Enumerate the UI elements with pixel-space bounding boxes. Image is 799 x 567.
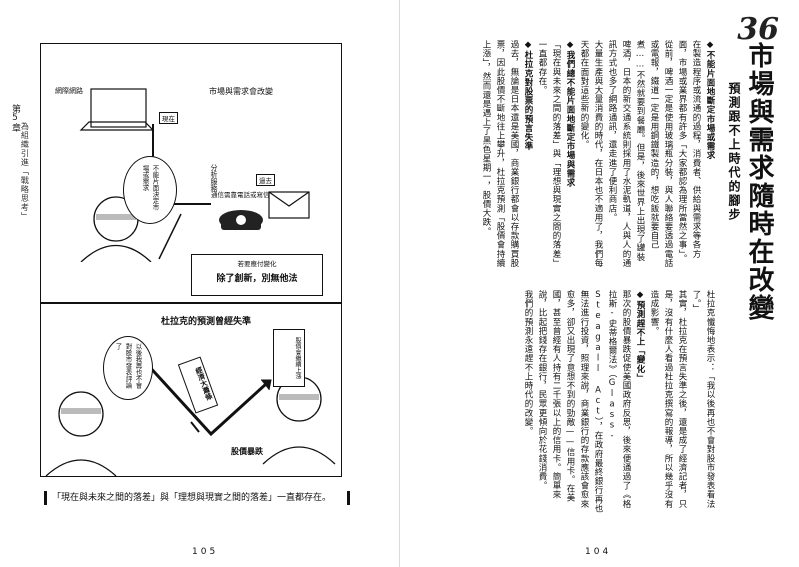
regret-bubble-text: 以後我再也不會對股市發表評論了 <box>114 343 142 389</box>
banner-big-text: 除了創新，別無他法 <box>216 274 298 284</box>
speech-bubble: 不能片面決定市場或需求 <box>123 156 177 224</box>
chapter-tab: 第5章 <box>9 104 20 132</box>
panel-divider <box>41 302 341 304</box>
heading-3: ◆杜拉克對股票的預言失準 <box>523 40 533 151</box>
chapter-subtitle: 為組織引進「戰略思考」 <box>20 122 30 221</box>
paragraph-2: 從前，啤酒一定是使用玻璃瓶分裝，與人聯絡要透過電話或電報，鐵道一定是用鋼鐵製造的… <box>607 40 673 268</box>
page-number-left: 105 <box>192 547 219 557</box>
regret-bubble: 以後我再也不會對股市發表評論了 <box>103 336 153 400</box>
present-tag: 現在 <box>159 112 178 124</box>
right-page: 36 市場與需求隨時在改變 預測跟不上時代的腳步 ◆不能片面地斷定市場或需求 在… <box>400 0 799 567</box>
internet-label: 網際網路 <box>55 87 83 95</box>
telephone-icon <box>219 210 263 230</box>
paragraph-4: 「現在與未來之間的落差」與「理想與現實之間的落差」一直都存在。 <box>537 40 561 268</box>
heading-1: ◆不能片面地斷定市場或需求 <box>705 40 715 160</box>
banner-small-text: 若要應付變化 <box>237 260 277 268</box>
laptop-icon <box>79 88 155 131</box>
heading-4: ◆預測趕不上「變化」 <box>635 290 645 383</box>
comic-illustration: 網際網路 市場與需求會改變 現在 過去 分析服務 通信需靠電話或寫信 不能片面決… <box>40 43 342 477</box>
lower-text-block: 杜拉克懺悔地表示：「我以後再也不會對股市發表看法了。」 其實，杜拉克在預言失準之… <box>447 290 717 515</box>
diversification-label: 分析服務 <box>210 164 218 192</box>
bottom-panel-title: 杜拉克的預測曾經失準 <box>161 317 252 327</box>
left-page: 第5章 為組織引進「戰略思考」 <box>0 0 399 567</box>
heading-2: ◆我們總不能片面地斷定市場與需求 <box>565 40 575 188</box>
drucker-sad-figure-icon <box>45 391 117 476</box>
paragraph-9: 我們的預測永遠趕不上時代的改變。 <box>523 290 533 436</box>
upper-text-block: ◆不能片面地斷定市場或需求 在製造程序或流通的過程，消費者、供給與需求等各方面，… <box>447 40 717 268</box>
paragraph-3: 大量生產與大量消費的時代，在日本也不適用了，我們每天都在面對這些新的變化。 <box>579 40 603 268</box>
page-number-right: 104 <box>585 547 612 557</box>
paragraph-1: 在製造程序或流通的過程，消費者、供給與需求等各方面，市場或業界都有許多「大家都認… <box>677 40 701 264</box>
paragraph-6: 杜拉克懺悔地表示：「我以後再也不會對股市發表看法了。」 <box>691 290 715 509</box>
section-number: 36 <box>737 12 779 47</box>
section-title: 市場與需求隨時在改變 <box>744 42 774 322</box>
paragraph-5: 過去，無論是日本還是美國，商業銀行都會以存款購買股票，因此股價不斷地往上攀升，杜… <box>481 40 519 268</box>
paragraph-7: 其實，杜拉克在預言失準之後，還是成了經濟記者，只是，沒有什麼人看過杜拉克撰寫的報… <box>649 290 687 509</box>
top-panel-drawing <box>79 88 310 262</box>
speech-bubble-text: 不能片面決定市場或需求 <box>141 165 159 211</box>
market-change-label: 市場與需求會改變 <box>209 87 273 96</box>
prediction-bubble: 股價會繼續上漲 <box>273 329 305 387</box>
paragraph-8: 那次的股價暴跌促使美國政府反思，後來便通過了《格拉斯-史蒂格爾法》（Glass-… <box>537 290 631 514</box>
left-caption: 「現在與未來之間的落差」與「理想與現實之間的落差」一直都存在。 <box>44 491 350 506</box>
innovation-banner: 若要應付變化 除了創新，別無他法 <box>191 254 323 296</box>
communication-label: 通信需靠電話或寫信 <box>211 191 270 199</box>
price-drop-label: 股價暴跌 <box>231 447 263 456</box>
envelope-icon <box>268 191 310 219</box>
bottom-panel-drawing <box>45 350 336 476</box>
page-gutter <box>399 0 400 567</box>
section-subtitle: 預測跟不上時代的腳步 <box>727 82 741 222</box>
drucker-smug-figure-icon <box>262 376 336 465</box>
past-tag: 過去 <box>256 174 275 186</box>
